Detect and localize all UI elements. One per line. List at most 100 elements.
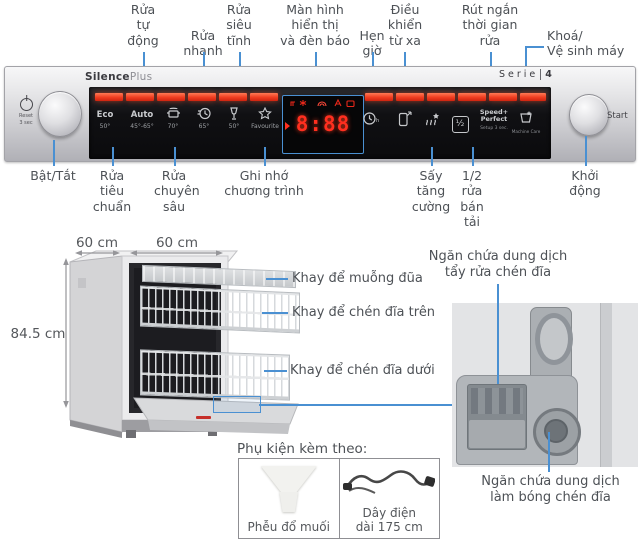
callout-line	[497, 284, 499, 384]
touch-control-strip: Eco 50° Auto 45°-65° 70° 65°	[89, 87, 551, 159]
door-icon	[346, 100, 355, 108]
start-button[interactable]	[569, 94, 609, 136]
indicator-bar	[188, 93, 216, 101]
detergent-compartment-ribs	[471, 388, 523, 414]
program-quick-button[interactable]: 65°	[187, 105, 221, 147]
label-extra-dry: Sấy tăng cường	[411, 168, 451, 214]
callout-line	[548, 432, 550, 472]
label-quick-wash: Rửa nhanh	[183, 28, 223, 59]
timer-button[interactable]: h.	[356, 111, 386, 145]
half-load-icon: ½	[451, 116, 469, 133]
dishwasher-foot	[126, 430, 136, 438]
label-program-memory: Ghi nhớ chương trình	[224, 168, 304, 199]
display-status-icons	[290, 99, 355, 108]
indicator-bar	[219, 93, 247, 101]
auto-indicator-icon	[334, 99, 342, 107]
program-eco-button[interactable]: Eco 50°	[96, 110, 114, 131]
indicator-bar	[250, 93, 278, 101]
indicator-bar	[458, 93, 486, 101]
indicator-bar	[365, 93, 393, 101]
label-display: Màn hình hiển thị và đèn báo	[280, 2, 350, 48]
salt-funnel-icon	[260, 466, 317, 512]
label-start: Khởi động	[569, 168, 601, 199]
label-detergent-compartment: Ngăn chứa dung dịch tẩy rửa chén đĩa	[428, 249, 568, 280]
wifi-icon	[317, 101, 327, 107]
callout-line	[53, 140, 55, 166]
accessories-title: Phụ kiện kèm theo:	[237, 441, 368, 457]
display-cursor	[285, 122, 290, 130]
detergent-compartment	[467, 384, 527, 450]
label-timer: Hẹn giờ	[359, 28, 385, 59]
glass-icon	[230, 107, 238, 120]
indicator-bar	[126, 93, 154, 101]
quick-wash-icon	[197, 107, 211, 120]
label-upper-rack: Khay để chén đĩa trên	[292, 305, 436, 320]
rinse-aid-lid-opening	[535, 313, 573, 365]
brand-logo: SilencePlus	[85, 71, 153, 83]
start-label: Start	[607, 111, 628, 121]
door-edge	[600, 303, 612, 467]
side-label-sticker	[78, 278, 86, 288]
indicator-bar	[489, 93, 517, 101]
label-silent-wash: Rửa siêu tĩnh	[226, 2, 252, 48]
callout-line	[472, 147, 474, 166]
program-glass-button[interactable]: 50°	[217, 105, 251, 147]
detergent-dispenser-photo	[452, 303, 638, 467]
power-reset-hint: Reset 3 sec	[19, 113, 33, 126]
dishwasher-foot	[208, 430, 217, 436]
dishwasher-illustration: 60 cm 60 cm 84.5 cm	[11, 235, 299, 438]
label-half-load: 1/2 rửa bán tải	[460, 168, 484, 229]
indicator-bar	[95, 93, 123, 101]
speed-perfect-button[interactable]: Speed+ Perfect Setup 3 sec.	[479, 108, 509, 131]
callout-line	[525, 46, 544, 48]
faucet-icon	[290, 101, 295, 106]
callout-line	[585, 136, 587, 166]
dim-front-label: 60 cm	[156, 235, 198, 251]
callout-line	[264, 370, 287, 372]
program-auto-button[interactable]: Auto 45°-65°	[130, 110, 154, 131]
power-button[interactable]	[38, 91, 82, 137]
display-digits: 8:88	[295, 112, 351, 136]
indicator-bar	[520, 93, 546, 101]
dimension-arrows	[65, 252, 221, 406]
detergent-compartment-lip	[469, 420, 525, 448]
label-auto-wash: Rửa tự động	[127, 2, 159, 48]
extra-dry-button[interactable]	[417, 111, 447, 145]
machine-care-icon	[520, 111, 532, 123]
callout-line	[262, 312, 288, 314]
accessory-funnel-cell: Phễu đổ muối	[239, 459, 339, 538]
extra-dry-icon	[425, 113, 439, 126]
star-icon	[258, 107, 272, 120]
callout-line	[266, 278, 288, 280]
dishwasher-side-panel	[69, 255, 123, 433]
dispenser-location-highlight	[213, 396, 261, 413]
timer-icon: h.	[363, 112, 381, 125]
program-favourite-button[interactable]: Favourite	[248, 105, 282, 147]
dishwasher-base-side	[70, 420, 122, 438]
half-load-button[interactable]: ½	[445, 111, 475, 145]
dim-height-label: 84.5 cm	[11, 326, 66, 342]
dispenser-body	[456, 375, 581, 465]
machine-care-button[interactable]: Machine Care	[509, 109, 543, 134]
label-salt-funnel: Phễu đổ muối	[247, 520, 330, 535]
svg-text:h.: h.	[376, 118, 379, 124]
indicator-bar	[427, 93, 455, 101]
program-intensive-button[interactable]: 70°	[156, 105, 190, 147]
bosch-logo-mark	[196, 416, 211, 419]
indicator-bar	[157, 93, 185, 101]
open-door-edge	[148, 420, 290, 434]
label-lower-rack: Khay để chén đĩa dưới	[290, 363, 435, 378]
label-remote: Điều khiển từ xa	[387, 2, 423, 48]
upper-rack	[140, 285, 300, 334]
rinse-aid-compartment	[533, 408, 581, 456]
dimension-arrowheads	[63, 250, 223, 408]
label-shorten-time: Rút ngắn thời gian rửa	[461, 2, 519, 48]
salt-icon	[299, 100, 307, 106]
label-power: Bật/Tắt	[30, 168, 76, 183]
label-cutlery-tray: Khay để muỗng đũa	[292, 271, 423, 286]
remote-control-button[interactable]	[389, 111, 419, 145]
callout-line	[259, 404, 452, 406]
accessory-cord-cell: Dây điện dài 175 cm	[338, 459, 440, 538]
pot-icon	[166, 107, 180, 118]
